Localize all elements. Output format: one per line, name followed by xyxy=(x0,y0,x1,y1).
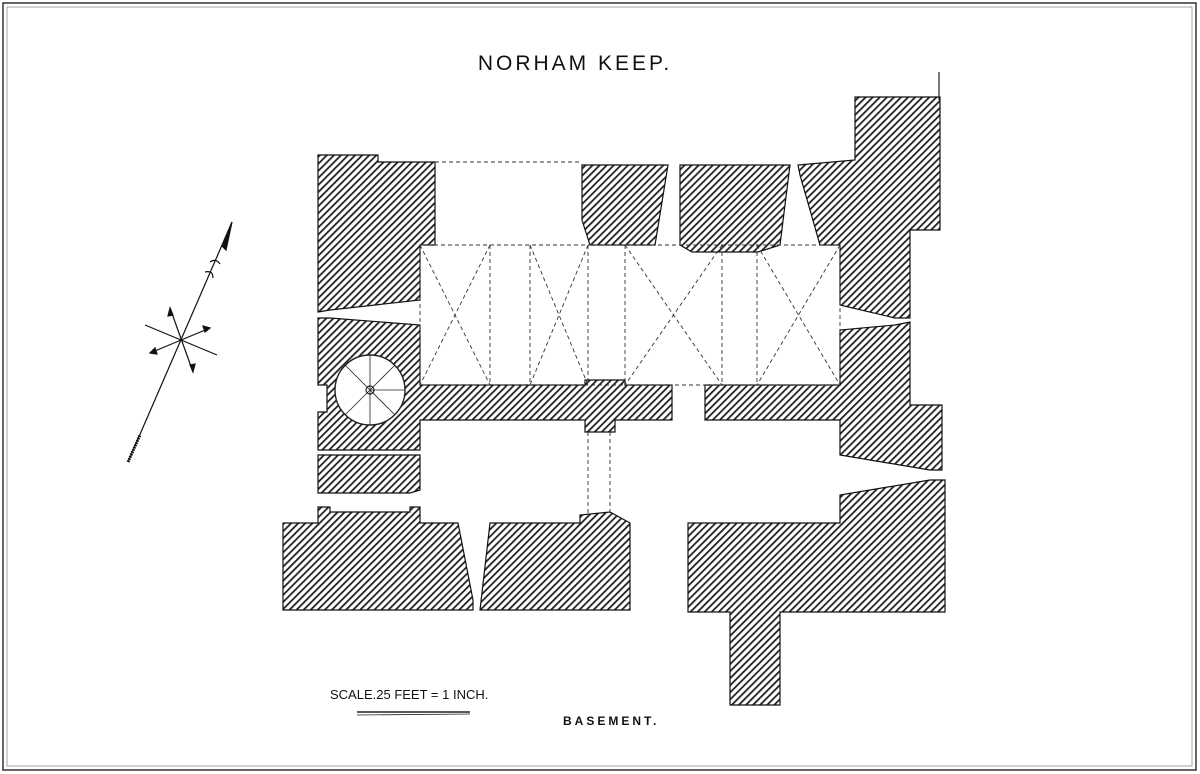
wall-east-middle xyxy=(704,321,943,471)
compass-rose-icon xyxy=(126,221,233,463)
walls xyxy=(282,96,946,706)
spiral-staircase xyxy=(334,354,406,426)
scale-label: SCALE.25 FEET = 1 INCH. xyxy=(330,687,489,702)
wall-north-middle-a xyxy=(581,164,669,246)
frame-inner-border xyxy=(6,6,1193,767)
wall-north-middle-b xyxy=(679,164,791,253)
scale-bar xyxy=(356,711,471,716)
wall-south-west xyxy=(282,506,474,611)
wall-west-lower xyxy=(317,454,421,494)
plan-title: NORHAM KEEP. xyxy=(477,52,673,75)
wall-south-middle xyxy=(479,511,631,611)
level-label: BASEMENT. xyxy=(563,714,660,728)
wall-west-upper xyxy=(317,154,436,313)
vaulting xyxy=(419,161,841,515)
wall-east-upper xyxy=(797,96,941,319)
wall-south-east xyxy=(687,479,946,706)
